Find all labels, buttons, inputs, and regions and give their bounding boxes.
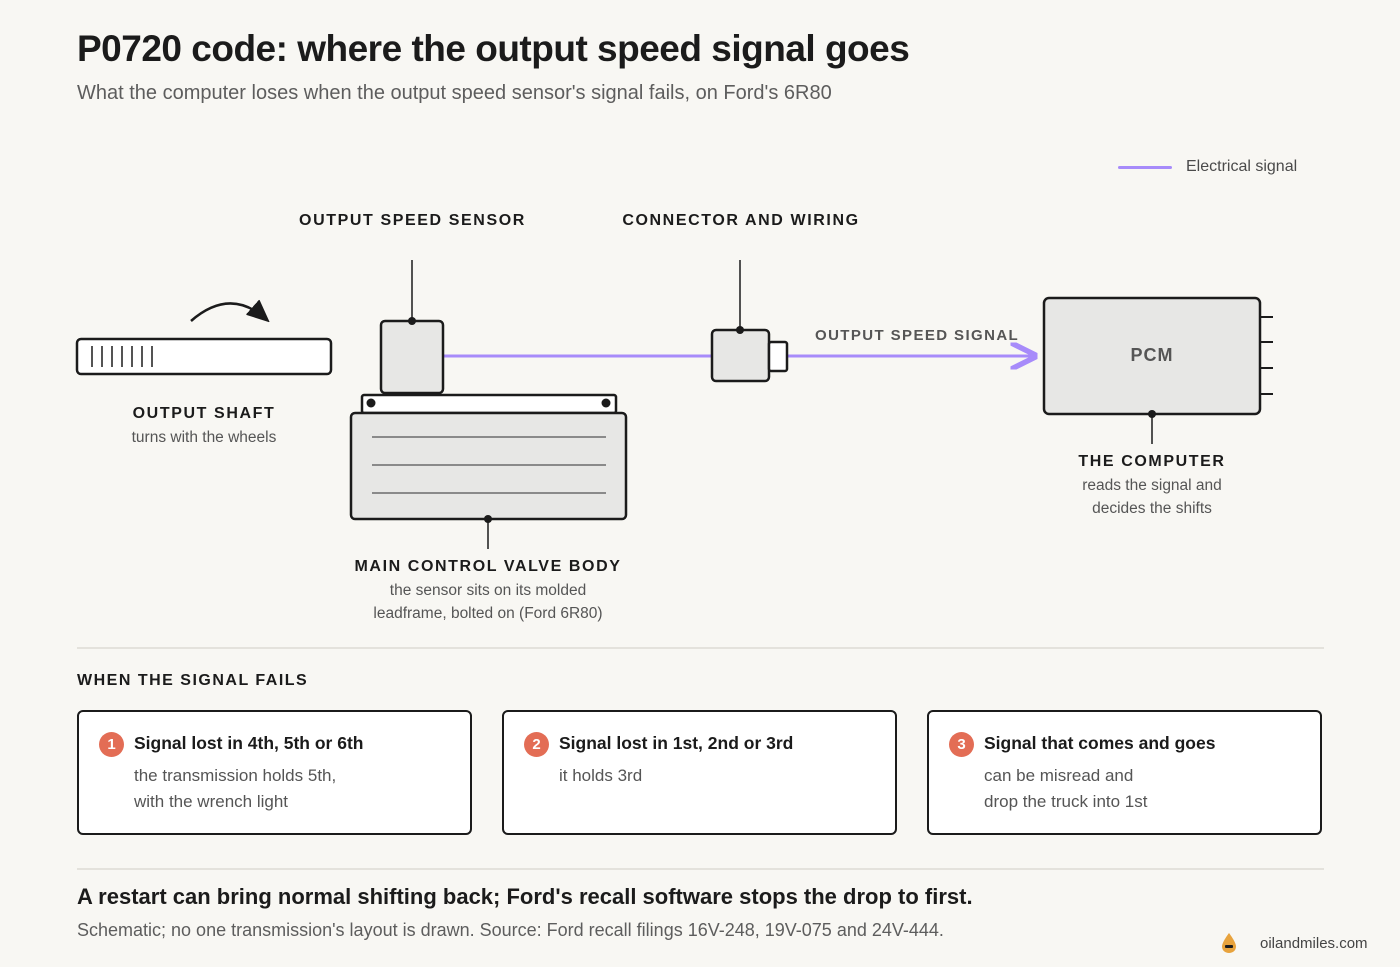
output-shaft-heading: OUTPUT SHAFT [132,405,276,422]
output-shaft-sub: turns with the wheels [131,429,277,446]
card-title: Signal lost in 4th, 5th or 6th [134,733,364,753]
card-number-badge: 1 [99,732,124,757]
valve-body-sub-1: the sensor sits on its molded [389,582,587,599]
oil-drop-icon [1222,933,1236,953]
failure-card-3: 3 Signal that comes and goes can be misr… [927,710,1322,835]
legend-label: Electrical signal [1186,158,1298,175]
output-speed-sensor [379,319,445,395]
failure-card-2: 2 Signal lost in 1st, 2nd or 3rd it hold… [502,710,897,835]
valve-body-heading: MAIN CONTROL VALVE BODY [354,558,622,575]
card-line-1: it holds 3rd [559,766,643,785]
valve-body [349,393,628,549]
card-line-2: drop the truck into 1st [984,792,1148,811]
card-number-badge: 3 [949,732,974,757]
output-shaft [75,337,333,376]
page-title: P0720 code: where the output speed signa… [77,28,910,69]
computer-caption: THE COMPUTER reads the signal and decides… [1040,453,1264,520]
brand-name[interactable]: oilandmiles.com [1260,934,1368,952]
card-line-2: with the wrench light [134,792,289,811]
conclusion: A restart can bring normal shifting back… [77,884,973,909]
source-note: Schematic; no one transmission's layout … [77,920,944,940]
connector-label: CONNECTOR AND WIRING [622,212,860,229]
card-title: Signal that comes and goes [984,733,1216,753]
connector [710,326,789,383]
output-speed-sensor-label: OUTPUT SPEED SENSOR [299,212,526,229]
pcm-label: PCM [1130,345,1174,365]
card-line-1: the transmission holds 5th, [134,766,337,785]
valve-body-sub-2: leadframe, bolted on (Ford 6R80) [373,605,603,622]
pcm-box [1042,296,1273,444]
divider-top [77,647,1324,649]
computer-heading: THE COMPUTER [1078,453,1226,470]
legend-swatch [1118,165,1172,169]
rotation-arrow [190,303,266,321]
computer-sub-1: reads the signal and [1082,477,1222,494]
failures-heading: WHEN THE SIGNAL FAILS [77,672,309,689]
card-line-1: can be misread and [984,766,1134,785]
output-shaft-caption: OUTPUT SHAFT turns with the wheels [90,405,318,449]
card-title: Signal lost in 1st, 2nd or 3rd [559,733,794,753]
valve-body-caption: MAIN CONTROL VALVE BODY the sensor sits … [338,558,638,625]
computer-sub-2: decides the shifts [1092,500,1212,517]
divider-bottom [77,868,1324,870]
brand[interactable]: oilandmiles.com [1220,932,1368,954]
card-number-badge: 2 [524,732,549,757]
failure-card-1: 1 Signal lost in 4th, 5th or 6th the tra… [77,710,472,835]
legend: Electrical signal [1118,158,1297,176]
signal-label: OUTPUT SPEED SIGNAL [815,327,1020,344]
page-subtitle: What the computer loses when the output … [77,82,832,104]
